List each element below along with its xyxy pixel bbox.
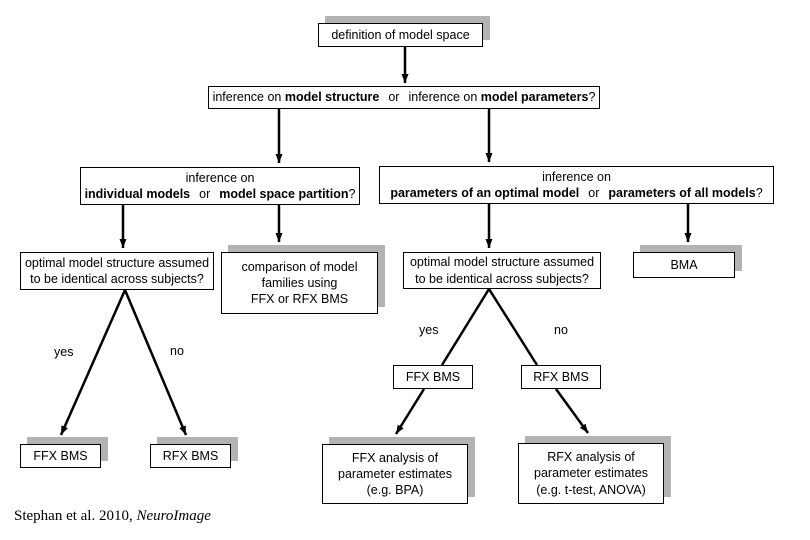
node-line: FFX analysis of: [351, 450, 439, 465]
node-line: (e.g. t-test, ANOVA): [536, 482, 646, 497]
node-optimal-structure-identical-left: optimal model structure assumed to be id…: [20, 252, 214, 290]
citation-text: Stephan et al. 2010,: [14, 508, 137, 524]
citation: Stephan et al. 2010, NeuroImage: [14, 508, 211, 525]
node-inference-optimal-or-all-parameters: inference on parameters of an optimal mo…: [379, 166, 774, 204]
question-line: inference on: [542, 169, 611, 184]
node-rfx-analysis: RFX analysis of parameter estimates (e.g…: [518, 443, 664, 504]
node-rfx-bms-left: RFX BMS: [150, 444, 231, 468]
node-ffx-bms-left: FFX BMS: [20, 444, 101, 468]
node-definition-of-model-space: definition of model space: [318, 23, 483, 47]
node-line: families using: [261, 275, 338, 290]
node-line: parameter estimates: [338, 466, 452, 481]
arrow-rfxbms-to-rfxanalysis: [554, 388, 590, 434]
arrow-optleft-yes-to-ffxbms: [59, 289, 127, 436]
node-ffx-analysis: FFX analysis of parameter estimates (e.g…: [322, 444, 468, 504]
edge-label-yes-left: yes: [54, 345, 74, 359]
arrow-ffxbms-to-ffxanalysis: [394, 388, 426, 435]
node-family-comparison: comparison of model families using FFX o…: [221, 252, 378, 314]
line-optright-yes-to-ffxbms: [440, 288, 491, 366]
citation-journal: NeuroImage: [136, 508, 211, 524]
node-line: (e.g. BPA): [366, 483, 424, 498]
line-optright-no-to-rfxbms: [487, 288, 539, 366]
edge-label-no-right: no: [554, 323, 568, 337]
node-line: comparison of model: [241, 259, 358, 274]
question-line: to be identical across subjects?: [30, 272, 204, 286]
node-line: FFX or RFX BMS: [250, 292, 349, 307]
node-rfx-bms-right: RFX BMS: [521, 365, 601, 389]
node-line: parameter estimates: [534, 466, 648, 481]
node-line: RFX analysis of: [547, 450, 635, 465]
node-ffx-bms-right: FFX BMS: [393, 365, 473, 389]
question-line: optimal model structure assumed: [24, 255, 210, 270]
question-line: inference on: [185, 170, 255, 185]
arrow-optleft-no-to-rfxbms: [123, 289, 188, 436]
question-line: to be identical across subjects?: [415, 271, 589, 286]
edge-label-yes-right: yes: [419, 323, 439, 337]
node-bma: BMA: [633, 252, 735, 278]
question-line: optimal model structure assumed: [409, 255, 595, 270]
edge-label-no-left: no: [170, 344, 184, 358]
node-optimal-structure-identical-right: optimal model structure assumed to be id…: [403, 252, 601, 289]
